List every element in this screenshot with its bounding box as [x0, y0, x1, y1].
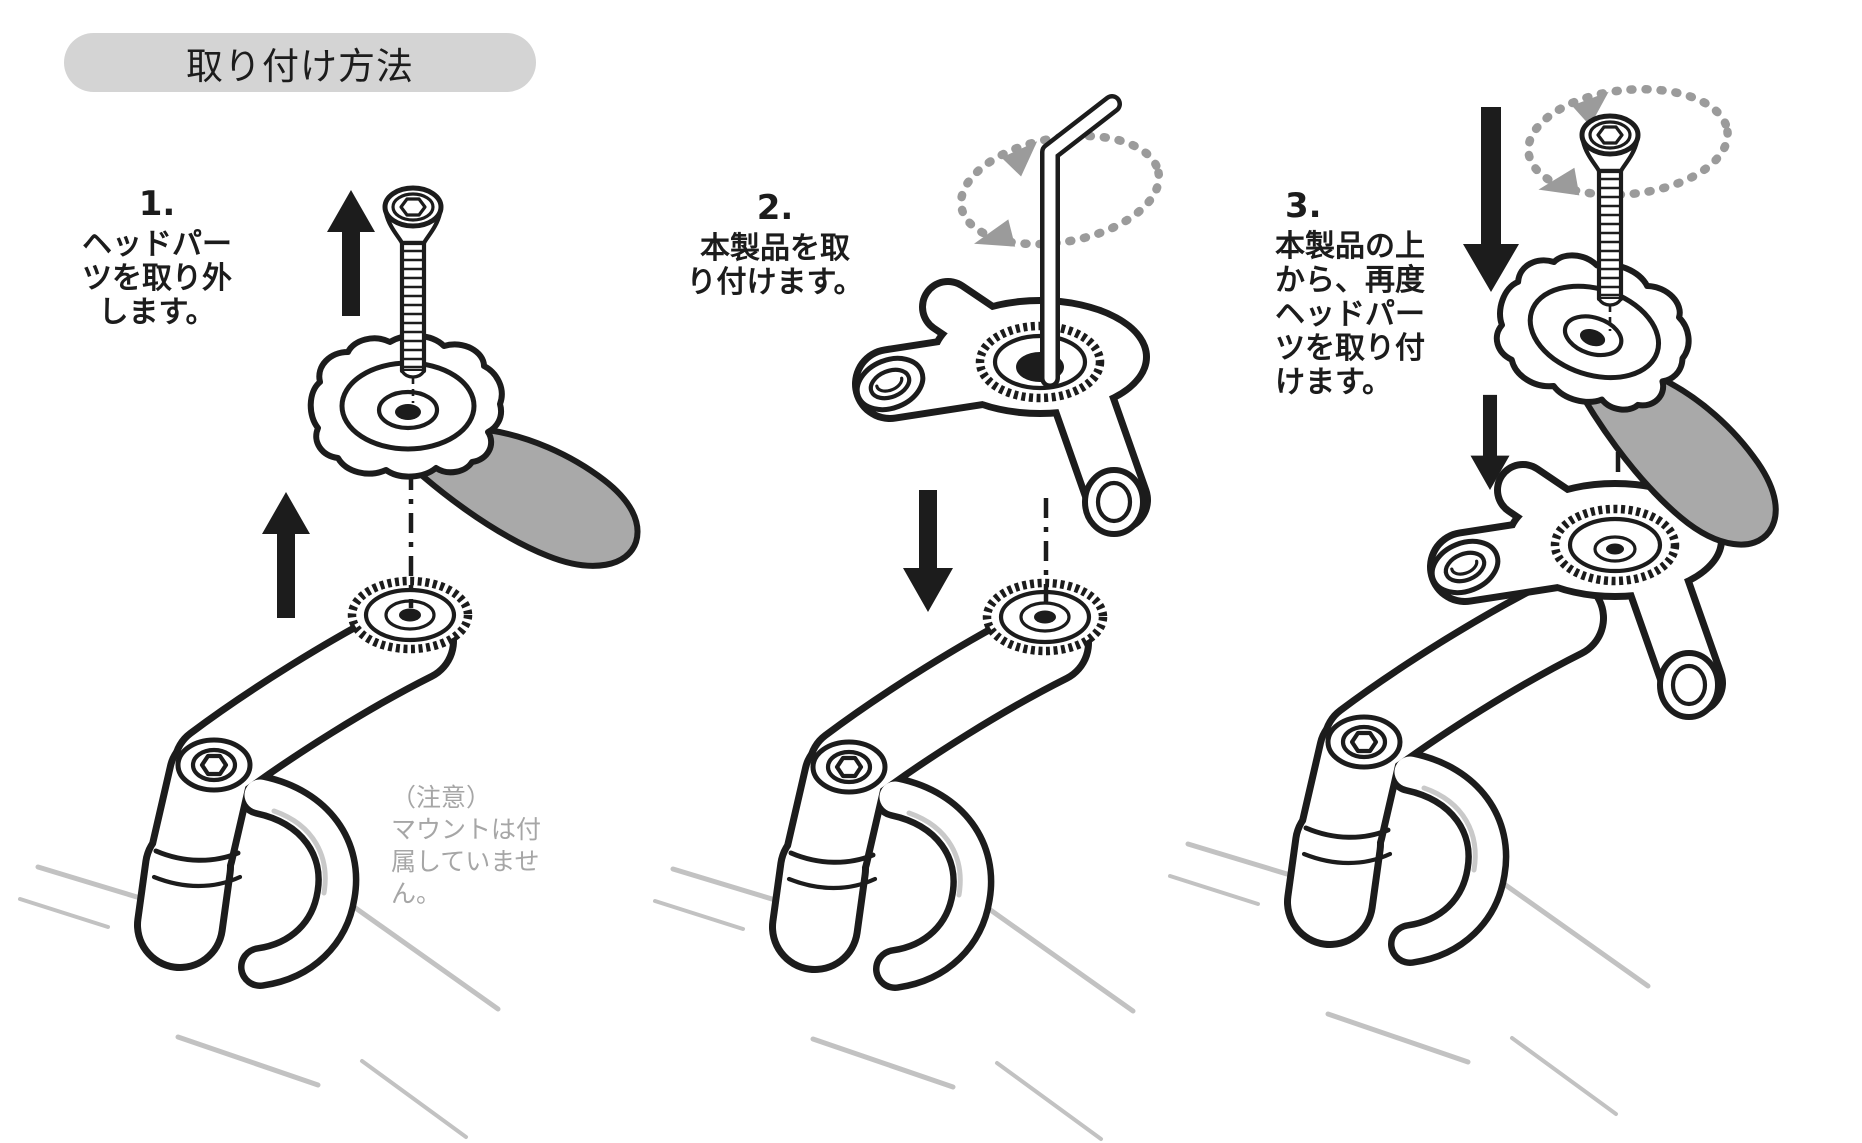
step-3-label: 3. 本製品の上 から、再度 ヘッドパー ツを取り付 けます。 — [1275, 188, 1425, 400]
step-3-number: 3. — [1285, 186, 1322, 226]
bolt-hole — [1606, 543, 1624, 555]
step-3-text: から、再度 — [1275, 263, 1425, 298]
section-title-pill: 取り付け方法 — [64, 33, 536, 92]
step-2-text: 本製品を取 — [700, 231, 850, 266]
down-arrow-icon — [1463, 107, 1519, 292]
step-1-text: します。 — [98, 295, 216, 330]
up-arrow-icon — [327, 190, 375, 316]
step-3-text: ヘッドパー — [1275, 297, 1425, 332]
stem-illustration — [1170, 618, 1648, 1114]
step-1-text: ヘッドパー — [82, 227, 232, 262]
steerer-serrated-ring — [352, 581, 468, 649]
step3-illustration — [1170, 80, 1834, 1114]
step2-illustration — [655, 94, 1168, 1139]
up-arrow-icon — [262, 492, 310, 618]
product-body — [849, 297, 1150, 534]
stem-body — [655, 643, 1133, 1139]
headset-cap-with-flap — [311, 336, 638, 566]
step-1-text: ツを取り外 — [82, 261, 232, 296]
step-2-text: り付けます。 — [686, 265, 864, 300]
step-3-text: 本製品の上 — [1275, 229, 1425, 264]
caution-note-text: ん。 — [391, 879, 442, 908]
product-mount-plate — [849, 297, 1150, 534]
step-3-text: けます。 — [1275, 365, 1392, 400]
step1-illustration — [20, 188, 638, 1137]
caution-note: （注意） マウントは付 属していませ ん。 — [391, 782, 541, 910]
hex-wrench-icon — [1040, 94, 1122, 388]
caution-note-text: （注意） — [391, 783, 492, 812]
step-1-label: 1. ヘッドパー ツを取り外 します。 — [52, 186, 262, 330]
step-3-text: ツを取り付 — [1275, 331, 1425, 366]
stem-body — [1170, 618, 1648, 1114]
step-2-number: 2. — [756, 188, 794, 228]
caution-note-text: マウントは付 — [391, 815, 542, 844]
down-arrow-icon — [903, 490, 953, 612]
step-2-label: 2. 本製品を取 り付けます。 — [670, 190, 880, 300]
stem-illustration — [655, 583, 1133, 1139]
step-1-number: 1. — [138, 184, 176, 224]
caution-note-text: 属していませ — [391, 847, 540, 876]
product-mount-plate — [1424, 480, 1725, 717]
page-title: 取り付け方法 — [186, 44, 414, 88]
